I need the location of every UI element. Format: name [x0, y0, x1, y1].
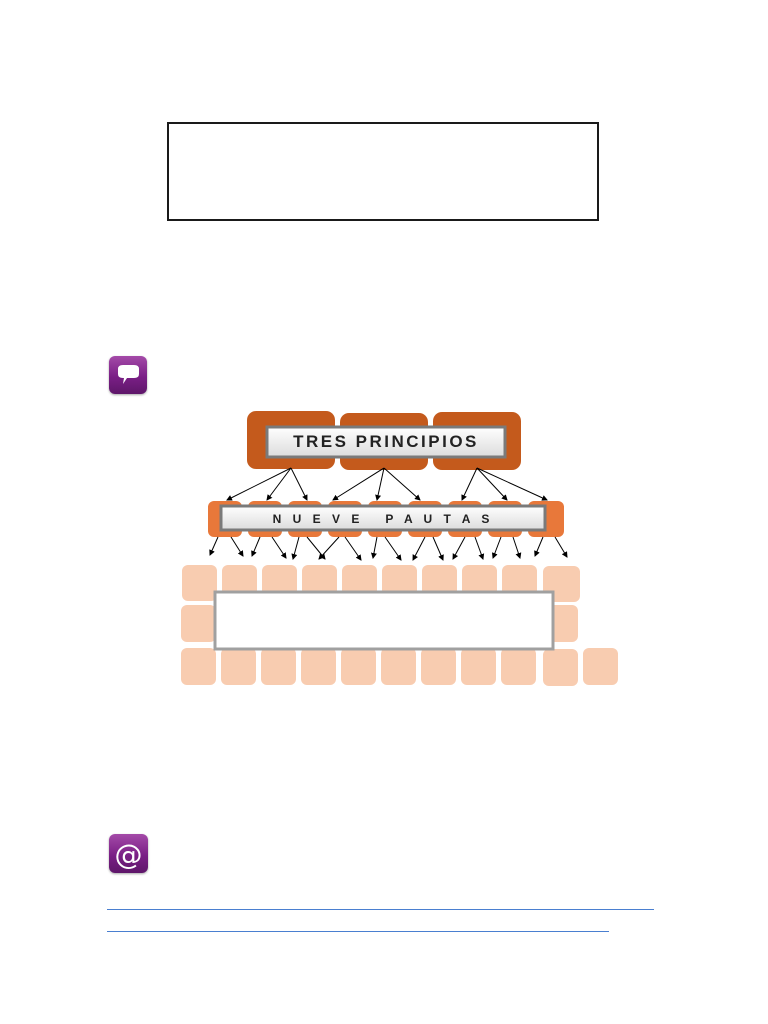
speech-bubble-icon	[109, 356, 147, 394]
guidelines-label-bar	[219, 504, 547, 532]
udl-hierarchy-diagram: TRES PRINCIPIOS N U E V E P A U T A S	[181, 411, 618, 686]
link-underline-1[interactable]	[107, 909, 654, 910]
speech-bubble-glyph	[118, 365, 139, 384]
link-underline-2[interactable]	[107, 931, 609, 932]
at-sign-glyph: @	[115, 838, 143, 871]
principles-label: TRES PRINCIPIOS	[293, 432, 479, 451]
principle-arrows	[226, 467, 548, 501]
empty-text-box	[167, 122, 599, 221]
at-sign-icon: @	[109, 834, 148, 873]
checkpoints-label-bar	[213, 590, 555, 651]
guideline-arrows	[209, 536, 568, 561]
svg-text:@: @	[115, 838, 143, 871]
guidelines-label: N U E V E P A U T A S	[273, 512, 494, 526]
principles-label-bar	[265, 425, 507, 459]
checkpoint-row-3	[181, 648, 618, 686]
